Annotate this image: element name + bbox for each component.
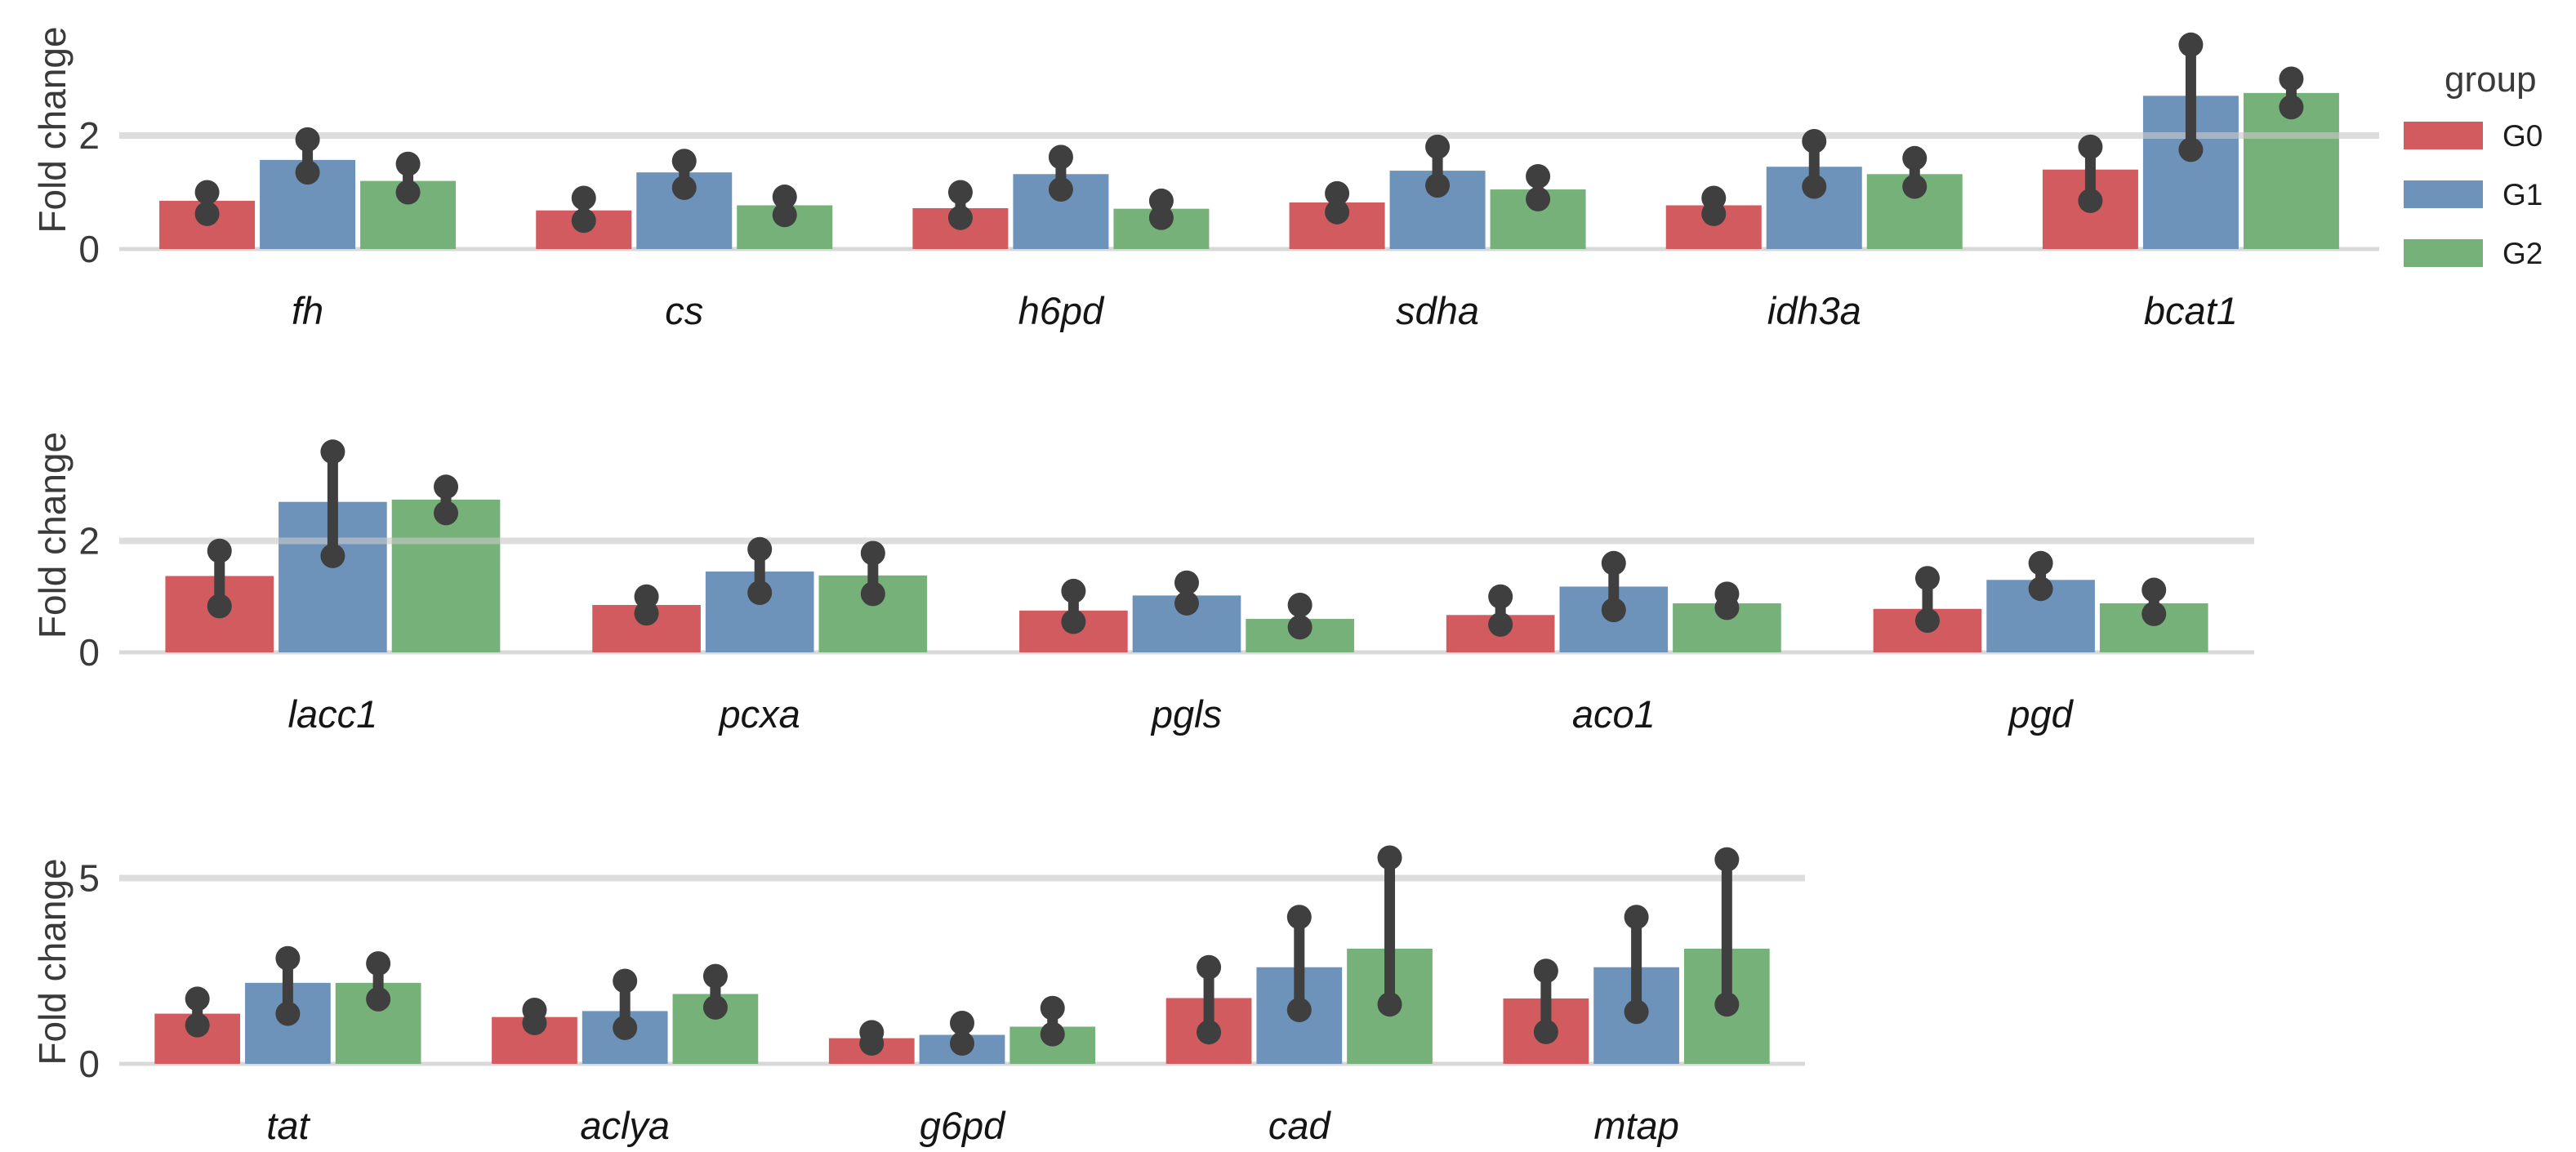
gene-label-idh3a: idh3a [1767,289,1861,332]
gene-label-mtap: mtap [1593,1104,1679,1147]
error-bar-cad-G0 [1197,954,1222,1045]
gene-label-fh: fh [292,289,323,332]
bars [159,92,2339,249]
error-bar-pgd-G0 [1914,566,1940,634]
gene-label-lacc1: lacc1 [288,692,378,736]
error-bar-pcxa-G2 [860,540,885,607]
error-bar-tat-G1 [275,945,301,1026]
error-bar-sdha-G2 [1526,164,1551,211]
legend-swatch-G2 [2404,239,2483,267]
error-bar-aclya-G1 [613,968,638,1040]
error-bar-pgd-G2 [2141,577,2167,626]
error-bar-bcat1-G2 [2279,66,2304,120]
y-tick-label-0: 0 [78,228,100,270]
error-bar-idh3a-G2 [1902,145,1928,199]
error-bar-cad-G2 [1377,845,1402,1017]
gene-label-bcat1: bcat1 [2144,289,2238,332]
error-bar-fh-G0 [194,180,220,226]
error-bar-tat-G2 [366,951,391,1012]
error-bar-mtap-G1 [1624,905,1649,1025]
error-bar-g6pd-G1 [950,1010,974,1056]
error-bar-g6pd-G2 [1040,995,1065,1047]
legend-swatch-G0 [2404,122,2483,149]
error-bar-cs-G1 [671,149,697,200]
error-bar-mtap-G2 [1714,847,1740,1017]
error-bar-pcxa-G1 [747,536,773,605]
error-bar-bcat1-G1 [2178,32,2204,162]
y-tick-label-0: 0 [78,1043,100,1085]
error-bar-aclya-G2 [702,963,728,1020]
error-bar-pcxa-G0 [634,584,659,626]
error-bar-cs-G2 [772,185,797,228]
error-bar-bcat1-G0 [2078,134,2103,213]
gene-label-pgd: pgd [2007,692,2074,736]
gene-label-h6pd: h6pd [1018,289,1105,332]
error-bar-idh3a-G1 [1802,128,1827,199]
error-bar-fh-G1 [295,127,320,185]
error-bar-h6pd-G2 [1148,188,1174,230]
error-bar-cs-G0 [571,185,596,234]
gene-label-cs: cs [665,289,703,332]
error-bar-lacc1-G0 [207,538,232,619]
error-bar-aco1-G1 [1601,550,1626,623]
error-bar-cad-G1 [1286,905,1312,1023]
error-bar-pgls-G2 [1287,592,1313,640]
legend-label-G0: G0 [2502,119,2543,153]
gene-label-pcxa: pcxa [718,692,800,736]
error-bar-pgls-G0 [1061,578,1086,634]
error-bar-sdha-G0 [1325,180,1350,225]
error-bar-pgls-G1 [1174,570,1199,616]
gene-label-cad: cad [1268,1104,1332,1147]
error-bar-idh3a-G0 [1701,185,1727,226]
error-bar-pgd-G1 [2028,550,2053,602]
y-tick-label-2: 2 [78,114,100,157]
error-bar-h6pd-G0 [947,180,973,230]
y-axis-title: Fold change [31,858,74,1065]
y-axis-title: Fold change [31,432,74,638]
y-tick-label-2: 2 [78,520,100,563]
y-tick-label-5: 5 [78,857,100,900]
error-bar-aclya-G0 [522,998,547,1035]
error-bar-aco1-G2 [1714,581,1740,620]
gene-label-tat: tat [266,1104,310,1147]
error-bar-g6pd-G0 [859,1020,885,1056]
gene-label-g6pd: g6pd [920,1104,1006,1147]
legend-label-G2: G2 [2502,237,2543,270]
error-bar-h6pd-G1 [1048,145,1073,202]
error-bar-mtap-G0 [1533,959,1558,1044]
error-bar-sdha-G1 [1425,134,1451,198]
gene-label-aco1: aco1 [1572,692,1656,736]
error-bar-lacc1-G2 [434,474,459,526]
gene-label-pgls: pgls [1150,692,1222,736]
error-bar-aco1-G0 [1488,584,1513,637]
legend-swatch-G1 [2404,180,2483,208]
error-bar-lacc1-G1 [320,439,345,568]
y-tick-label-0: 0 [78,631,100,674]
y-axis-title: Fold change [31,26,74,233]
error-bar-fh-G2 [395,151,421,205]
legend-label-G1: G1 [2502,178,2543,211]
gene-label-aclya: aclya [580,1104,670,1147]
gene-label-sdha: sdha [1396,289,1479,332]
legend-title: group [2445,60,2537,100]
error-bar-tat-G0 [185,986,210,1038]
